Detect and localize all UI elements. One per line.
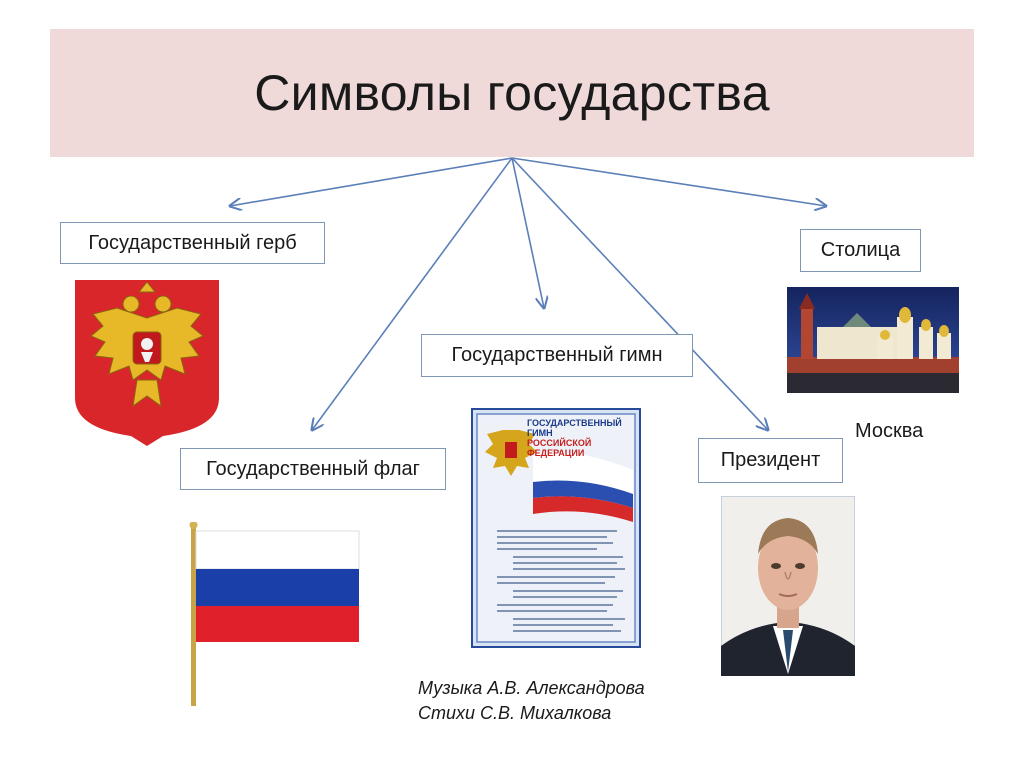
lyrics-credit: Стихи С.В. Михалкова [418, 703, 612, 723]
poster-heading-line3: РОССИЙСКОЙ [527, 438, 592, 448]
arrow-to-anthem [511, 157, 544, 308]
poster-heading-line1: ГОСУДАРСТВЕННЫЙ [527, 418, 622, 428]
title-bar: Символы государства [50, 29, 974, 157]
kremlin-photo [787, 287, 959, 393]
arrow-to-coat-of-arms [230, 157, 513, 206]
capital-label: Столица [800, 229, 921, 272]
page-title: Символы государства [254, 65, 770, 121]
arrow-to-flag [312, 157, 513, 430]
coat-of-arms-image [75, 280, 219, 446]
anthem-label: Государственный гимн [421, 334, 693, 377]
flag-label: Государственный флаг [180, 448, 446, 490]
president-portrait [721, 496, 855, 676]
coat-of-arms-label: Государственный герб [60, 222, 325, 264]
president-label: Президент [698, 438, 843, 483]
poster-background [476, 413, 636, 643]
anthem-credits: Музыка А.В. Александрова Стихи С.В. Миха… [418, 676, 645, 726]
anthem-poster: ГОСУДАРСТВЕННЫЙ ГИМН РОССИЙСКОЙ ФЕДЕРАЦИ… [471, 408, 641, 648]
poster-heading: ГОСУДАРСТВЕННЫЙ ГИМН РОССИЙСКОЙ ФЕДЕРАЦИ… [527, 418, 639, 458]
poster-heading-line4: ФЕДЕРАЦИИ [527, 448, 585, 458]
arrow-to-president [511, 157, 768, 430]
flag-image [189, 522, 360, 706]
music-credit: Музыка А.В. Александрова [418, 678, 645, 698]
poster-heading-line2: ГИМН [527, 428, 553, 438]
arrow-to-capital [511, 157, 826, 206]
capital-name: Москва [855, 420, 924, 442]
